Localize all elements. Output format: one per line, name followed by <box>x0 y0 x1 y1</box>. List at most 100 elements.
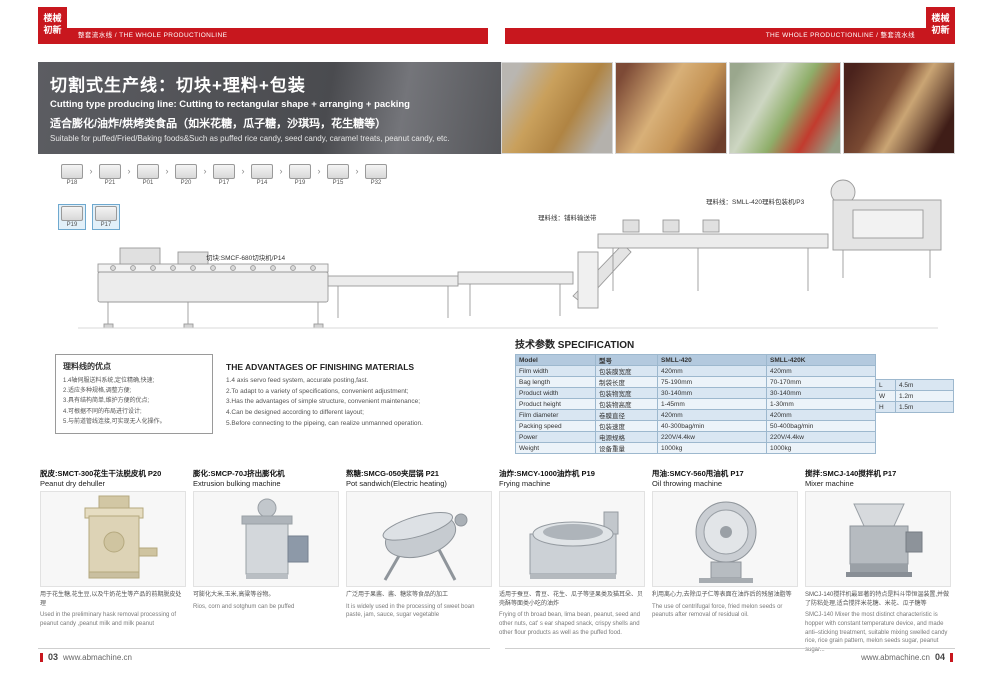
brand-logo-text: 楼械 <box>43 13 62 23</box>
page-number-left: 03 <box>48 652 59 662</box>
flow-arrow-icon: › <box>89 166 93 176</box>
advantage-item-cn: 1.4轴伺服送料系统,定位精确,快速; <box>63 378 155 384</box>
machine-photo-oil-thrower <box>652 491 798 587</box>
advantages-box-cn: 理料线的优点 1.4轴伺服送料系统,定位精确,快速; 2.适应多种规格,调整方便… <box>55 354 213 434</box>
advantage-item-cn: 5.与前道管线连接,可实现无人化操作。 <box>63 418 166 425</box>
flow-machine-icon-highlighted: P19 <box>58 204 86 230</box>
machine-thumb-icon <box>137 164 159 179</box>
machine-title-en: Peanut dry dehuller <box>40 479 106 488</box>
machine-thumb-icon <box>95 206 117 221</box>
spec-title: 技术参数 SPECIFICATION <box>515 336 955 351</box>
machine-photo-dehuller <box>40 491 186 587</box>
machine-title-cn: 熬糖:SMCG-050夹层锅 P21 <box>346 469 439 478</box>
fryer-illustration <box>529 511 619 579</box>
flow-arrow-icon: › <box>317 166 321 176</box>
brand-logo-text: 初新 <box>43 25 62 35</box>
flow-label: P01 <box>142 180 154 186</box>
spec-title-cn: 技术参数 <box>515 340 555 351</box>
mixer-illustration <box>846 503 923 577</box>
machine-photo-mixer <box>805 491 951 587</box>
production-line-drawing <box>78 179 942 329</box>
flow-arrow-icon: › <box>355 166 359 176</box>
spec-cell-v1: 30-140mm <box>657 387 767 399</box>
spec-cell-cn: 制袋长度 <box>595 376 658 388</box>
flow-arrow-icon: › <box>279 166 283 176</box>
flow-machine-icon: P15 <box>324 164 352 186</box>
machine-card-extruder: 膨化:SMCP-70J挤出膨化机 Extrusion bulking machi… <box>193 468 339 611</box>
oil-thrower-illustration <box>695 501 757 583</box>
header-block: 切割式生产线：切块+理料+包装 Cutting type producing l… <box>38 62 501 154</box>
machine-desc-en: Used in the preliminary hask removal pro… <box>40 612 177 628</box>
machine-card-dehuller: 脱皮:SMCT-300花生干法脱皮机 P20 Peanut dry dehull… <box>40 468 186 629</box>
brand-logo-left: 楼械 初新 <box>38 7 67 42</box>
flow-machine-icon-highlighted: P17 <box>92 204 120 230</box>
spec-cell-v1: 40-300bag/min <box>657 420 767 432</box>
spec-cell-v1: 220V/4.4kw <box>657 431 767 443</box>
product-photo-cereal-bars <box>501 62 613 154</box>
production-line-diagram: P18 › P21 › P01 › P20 › P17 › P14 › P19 … <box>38 156 955 348</box>
flow-label: P15 <box>332 180 344 186</box>
machine-card-mixer: 搅拌:SMCJ-140搅拌机 P17 Mixer machine SMCJ-14… <box>805 468 951 655</box>
flow-label: P19 <box>294 180 306 186</box>
spec-cell-v1: 75-190mm <box>657 376 767 388</box>
spec-cell-en: Film diameter <box>515 409 596 421</box>
spec-cell-cn: 电源规格 <box>595 431 658 443</box>
flow-arrow-icon: › <box>241 166 245 176</box>
extruder-illustration <box>241 498 309 579</box>
machine-title-en: Oil throwing machine <box>652 479 723 488</box>
advantage-item-cn: 3.具有结构简单,维护方便的优点; <box>63 398 150 405</box>
machine-thumb-icon <box>61 164 83 179</box>
advantage-item-en: 4.Can be designed according to different… <box>226 409 364 417</box>
footer-accent <box>40 652 43 662</box>
advantage-item-en: 5.Before connecting to the pipeing, can … <box>226 419 423 427</box>
advantages-title-cn: 理料线的优点 <box>63 362 111 371</box>
top-band-right: THE WHOLE PRODUCTIONLINE / 整套流水线 <box>505 28 955 44</box>
advantages-title-en: THE ADVANTAGES OF FINISHING MATERIALS <box>226 362 415 372</box>
spec-cell-en: Product height <box>515 398 596 410</box>
machine-title-cn: 脱皮:SMCT-300花生干法脱皮机 P20 <box>40 469 162 478</box>
advantages-box-en: THE ADVANTAGES OF FINISHING MATERIALS 1.… <box>226 362 504 430</box>
machine-card-kettle: 熬糖:SMCG-050夹层锅 P21 Pot sandwich(Electric… <box>346 468 492 620</box>
flow-arrow-icon: › <box>127 166 131 176</box>
flow-label: P14 <box>256 180 268 186</box>
spec-cell-en: Bag length <box>515 376 596 388</box>
spec-dim-value: 4.5m <box>895 379 954 391</box>
machine-desc-cn: 适用于蚕豆、青豆、花生、瓜子等坚果类及猫耳朵、贝壳酥等面类小吃的油炸 <box>499 592 644 607</box>
machine-thumb-icon <box>175 164 197 179</box>
diagram-label-mid-conveyor: 理料线：铺料输送带 <box>538 215 597 222</box>
spec-header-model-1: SMLL-420 <box>657 354 767 366</box>
spec-cell-v2: 420mm <box>766 365 876 377</box>
spec-cell-en: Product width <box>515 387 596 399</box>
flow-machine-icon: P21 <box>96 164 124 186</box>
machine-thumb-icon <box>213 164 235 179</box>
spec-cell-v1: 1-45mm <box>657 398 767 410</box>
spec-dim-key: W <box>875 390 896 402</box>
brand-logo-right: 楼械 初新 <box>926 7 955 42</box>
spec-cell-en: Packing speed <box>515 420 596 432</box>
flow-machine-icon: P14 <box>248 164 276 186</box>
spec-cell-v2: 70-170mm <box>766 376 876 388</box>
spec-cell-cn: 包装膜宽度 <box>595 365 658 377</box>
machine-title-en: Mixer machine <box>805 479 854 488</box>
machine-desc-en: Rios, corn and sotghum can be puffed <box>193 603 295 610</box>
diagram-label-cutter: 切块:SMCF-680切块机/P14 <box>206 255 286 262</box>
spec-cell-cn: 包装速度 <box>595 420 658 432</box>
advantage-item-cn: 4.可根据不同的布局进行设计; <box>63 408 142 415</box>
page-number-right: 04 <box>934 652 945 662</box>
machine-desc-cn: 利用离心力,去除瓜子仁等表面在油炸后的残留油脂等 <box>652 592 792 598</box>
machine-thumb-icon <box>365 164 387 179</box>
spec-dim-value: 1.2m <box>895 390 954 402</box>
machine-desc-cn: 广泛用于果酱、酱、糖浆等食品的加工 <box>346 592 449 598</box>
flow-machine-icon: P17 <box>210 164 238 186</box>
machine-thumb-icon <box>61 206 83 221</box>
spec-cell-v2: 420mm <box>766 409 876 421</box>
